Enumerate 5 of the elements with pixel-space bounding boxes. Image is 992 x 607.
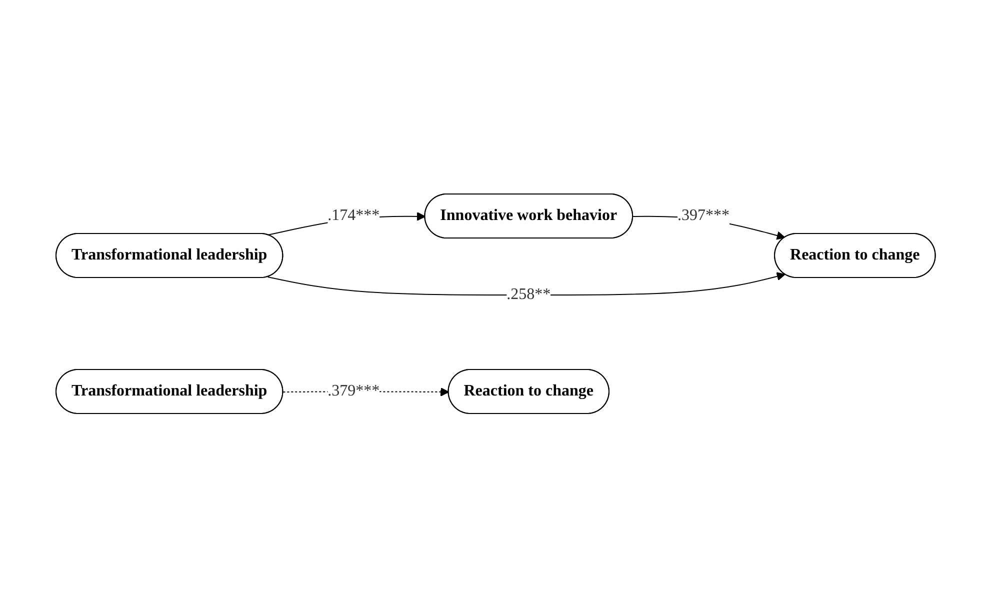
edge-label: .379*** [328, 382, 380, 400]
edge-label: .258** [506, 286, 551, 303]
edge-label: .397*** [678, 206, 730, 224]
arrow [268, 272, 786, 296]
edge-label: .174*** [328, 206, 380, 224]
